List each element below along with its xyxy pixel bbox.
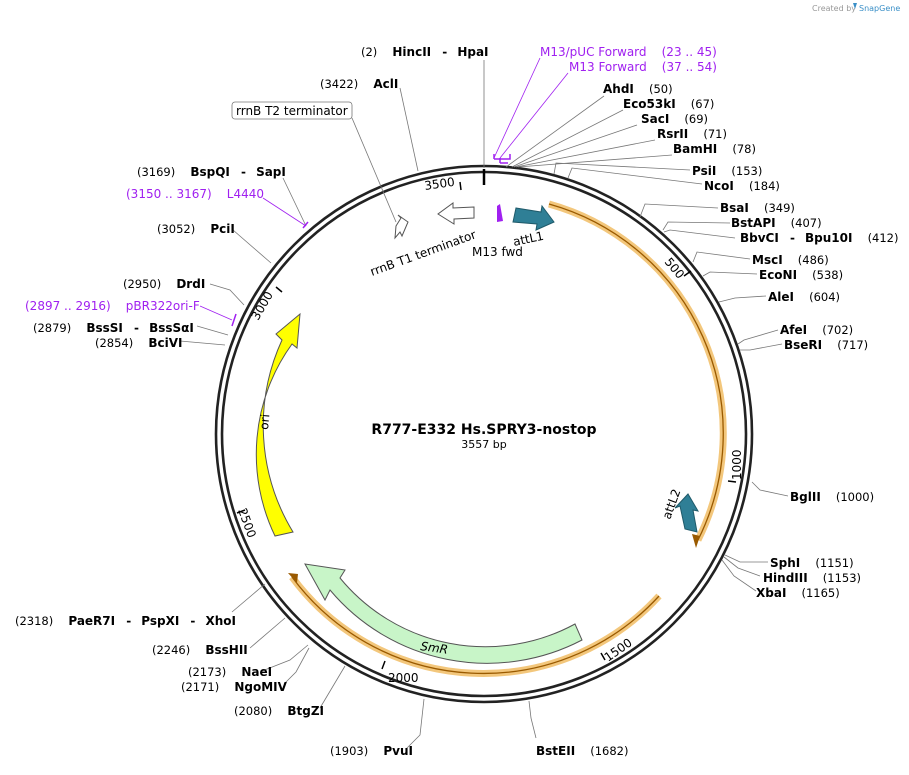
- smr-arc-line: [291, 576, 660, 675]
- site-leaders: [179, 57, 789, 750]
- ori-feature: [255, 312, 301, 537]
- insert-arc-arrowhead: [692, 534, 700, 548]
- plasmid-name: R777-E332 Hs.SPRY3-nostop: [371, 422, 596, 438]
- m13fwd-feature: [497, 204, 503, 222]
- site-label: (2080) BtgZI: [234, 700, 324, 719]
- site-label: AhdI (50): [603, 78, 673, 97]
- tick-marks: [236, 181, 737, 670]
- site-label: BstEII (1682): [536, 740, 629, 759]
- tick-1500: [600, 652, 606, 661]
- site-label: BglII (1000): [790, 486, 874, 505]
- insert-highlight-arc: [548, 200, 727, 542]
- site-label: PsiI (153): [692, 160, 762, 179]
- primer-label: (3150 .. 3167) L4440: [126, 183, 264, 202]
- smr-arc-arrowhead: [288, 573, 298, 583]
- site-label: AleI (604): [768, 286, 840, 305]
- site-label: BbvCI - Bpu10I (412): [740, 227, 899, 246]
- tick-label-3000: 3000: [248, 289, 275, 322]
- rrnb-t2-feature: [394, 214, 409, 240]
- tick-label-1000: 1000: [730, 449, 744, 480]
- site-label: SphI (1151): [770, 552, 854, 571]
- credit-prefix: Created by: [812, 4, 856, 13]
- site-label: EcoNI (538): [759, 264, 843, 283]
- attl2-feature: [674, 493, 699, 533]
- site-label: BamHI (78): [673, 138, 756, 157]
- site-label: (2950) DrdI: [123, 273, 205, 292]
- site-label: (2879) BssSI - BssSαI: [33, 317, 194, 336]
- site-label: (2) HincII - HpaI: [361, 41, 489, 60]
- tick-label-3500: 3500: [423, 175, 455, 193]
- smr-feature: [304, 563, 583, 664]
- site-label: AfeI (702): [780, 319, 853, 338]
- rrnb-t2-label-box: [231, 101, 353, 120]
- smr-label: SmR: [420, 639, 449, 657]
- tick-3500: [459, 181, 462, 191]
- site-label: (2246) BssHII: [152, 639, 248, 658]
- tick-3000: [275, 286, 283, 293]
- site-label: NcoI (184): [704, 175, 780, 194]
- m13fwd-label: M13 fwd: [472, 245, 523, 259]
- site-label: MscI (486): [752, 249, 829, 268]
- rrnb-t1-feature: [437, 202, 475, 225]
- site-label: (3052) PciI: [157, 218, 235, 237]
- primer-label: M13/pUC Forward (23 .. 45): [540, 41, 717, 60]
- tick-2000: [381, 660, 386, 670]
- ori-label: ori: [257, 413, 272, 430]
- site-label: (2173) NaeI: [188, 661, 272, 680]
- site-labels-left: (3422) AclI (3169) BspQI - SapI (3150 ..…: [15, 73, 413, 759]
- plasmid-size: 3557 bp: [461, 438, 506, 451]
- attl1-label: attL1: [512, 229, 545, 249]
- site-label: BstAPI (407): [731, 212, 822, 231]
- credit-brand: SnapGene: [859, 4, 900, 13]
- site-label: RsrII (71): [657, 123, 727, 142]
- snapgene-logo-icon: [853, 3, 857, 9]
- primer-label: (2897 .. 2916) pBR322ori-F: [25, 295, 200, 314]
- attl1-feature: [512, 204, 555, 231]
- tick-label-2000: 2000: [388, 671, 419, 685]
- site-label: (2318) PaeR7I - PspXI - XhoI: [15, 610, 236, 629]
- tick-1000: [727, 480, 737, 483]
- tick-2500: [236, 509, 246, 514]
- site-label: XbaI (1165): [756, 582, 840, 601]
- site-label: (2171) NgoMIV: [181, 676, 288, 695]
- site-label: BseRI (717): [784, 334, 868, 353]
- site-labels-right: (2) HincII - HpaI M13/pUC Forward (23 ..…: [361, 41, 899, 759]
- primer-label: M13 Forward (37 .. 54): [569, 56, 717, 75]
- site-label: SacI (69): [641, 108, 708, 127]
- site-label: (3422) AclI: [320, 73, 398, 92]
- site-label: BsaI (349): [720, 197, 795, 216]
- site-label: (1903) PvuI: [330, 740, 413, 759]
- site-label: Eco53kI (67): [623, 93, 714, 112]
- site-label: HindIII (1153): [763, 567, 861, 586]
- site-label: (2854) BciVI: [95, 332, 182, 351]
- rrnb-t1-label: rrnB T1 terminator: [368, 227, 478, 278]
- rrnb-t2-label: rrnB T2 terminator: [236, 104, 348, 118]
- tick-500: [683, 270, 692, 277]
- site-label: (3169) BspQI - SapI: [137, 161, 286, 180]
- insert-arc-line: [548, 203, 724, 541]
